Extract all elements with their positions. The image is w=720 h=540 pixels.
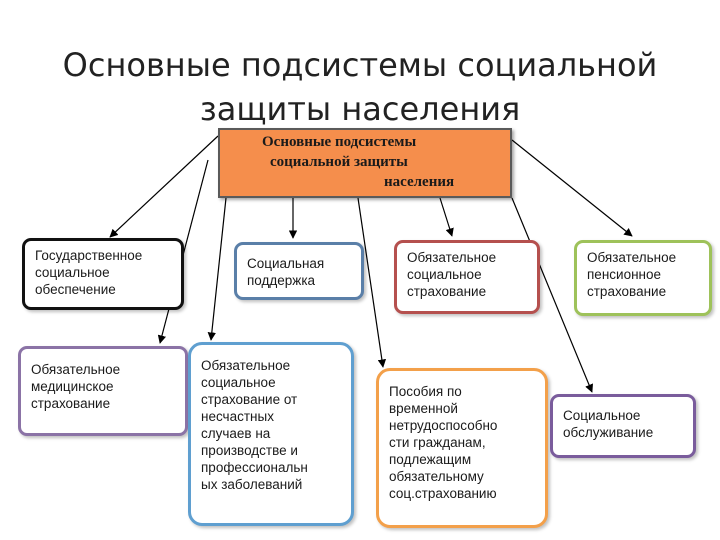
arrow-to-pension <box>511 139 633 237</box>
center-line-3: населения <box>384 174 455 190</box>
box-line: социальное <box>201 375 276 390</box>
box-line: ых заболеваний <box>201 477 303 492</box>
box-line: производстве и <box>201 443 298 458</box>
arrow-to-service <box>511 197 594 393</box>
box-social-service: Социальное обслуживание <box>550 394 696 458</box>
title-line-2: защиты населения <box>199 90 521 129</box>
box-temporary-disability-benefits: Пособия по временной нетрудоспособно сти… <box>376 368 548 528</box>
box-mandatory-pension-insurance: Обязательное пенсионное страхование <box>574 240 712 316</box>
box-line: Обязательное <box>407 250 497 265</box>
box-line: обслуживание <box>563 425 654 440</box>
box-line: нетрудоспособно <box>389 418 498 433</box>
box-line: социальное <box>35 265 110 280</box>
box-line: страхование от <box>201 392 298 407</box>
box-line: страхование <box>407 284 487 299</box>
center-line-2: социальной защиты <box>270 154 408 170</box>
box-line: медицинское <box>31 379 114 394</box>
box-line: Социальная <box>247 256 325 271</box>
box-line: пенсионное <box>587 267 661 282</box>
box-line: сти гражданам, <box>389 435 486 450</box>
arrow-to-accident <box>207 197 227 341</box>
box-mandatory-social-insurance: Обязательное социальное страхование <box>394 240 540 314</box>
box-line: Обязательное <box>31 362 121 377</box>
box-line: Пособия по <box>389 384 462 399</box>
box-line: поддержка <box>247 273 316 288</box>
center-line-1: Основные подсистемы <box>262 134 417 150</box>
title-line-1: Основные подсистемы социальной <box>62 46 658 85</box>
box-social-support: Социальная поддержка <box>234 242 364 300</box>
page-title: Основные подсистемы социальной защиты на… <box>0 43 720 131</box>
arrow-to-benefits <box>357 197 387 368</box>
box-line: Государственное <box>35 248 143 263</box>
arrow-to-med <box>157 159 209 344</box>
box-line: временной <box>389 401 458 416</box>
box-gos-social-provision: Государственное социальное обеспечение <box>22 238 184 310</box>
box-line: обязательному <box>389 469 484 484</box>
arrow-to-gos <box>109 135 219 238</box>
box-line: Социальное <box>563 408 641 423</box>
box-line: Обязательное <box>587 250 677 265</box>
box-line: подлежащим <box>389 452 472 467</box>
box-line: страхование <box>587 284 667 299</box>
box-accident-insurance: Обязательное социальное страхование от н… <box>188 342 354 526</box>
center-box: Основные подсистемы социальной защиты на… <box>218 128 512 198</box>
box-line: Обязательное <box>201 358 291 373</box>
box-line: обеспечение <box>35 282 116 297</box>
box-mandatory-medical-insurance: Обязательное медицинское страхование <box>18 346 188 436</box>
box-line: профессиональн <box>201 460 308 475</box>
arrow-to-oss <box>439 197 454 237</box>
box-line: несчастных <box>201 409 274 424</box>
box-line: социальное <box>407 267 482 282</box>
box-line: соц.страхованию <box>389 486 497 501</box>
box-line: страхование <box>31 396 111 411</box>
box-line: случаев на <box>201 426 271 441</box>
